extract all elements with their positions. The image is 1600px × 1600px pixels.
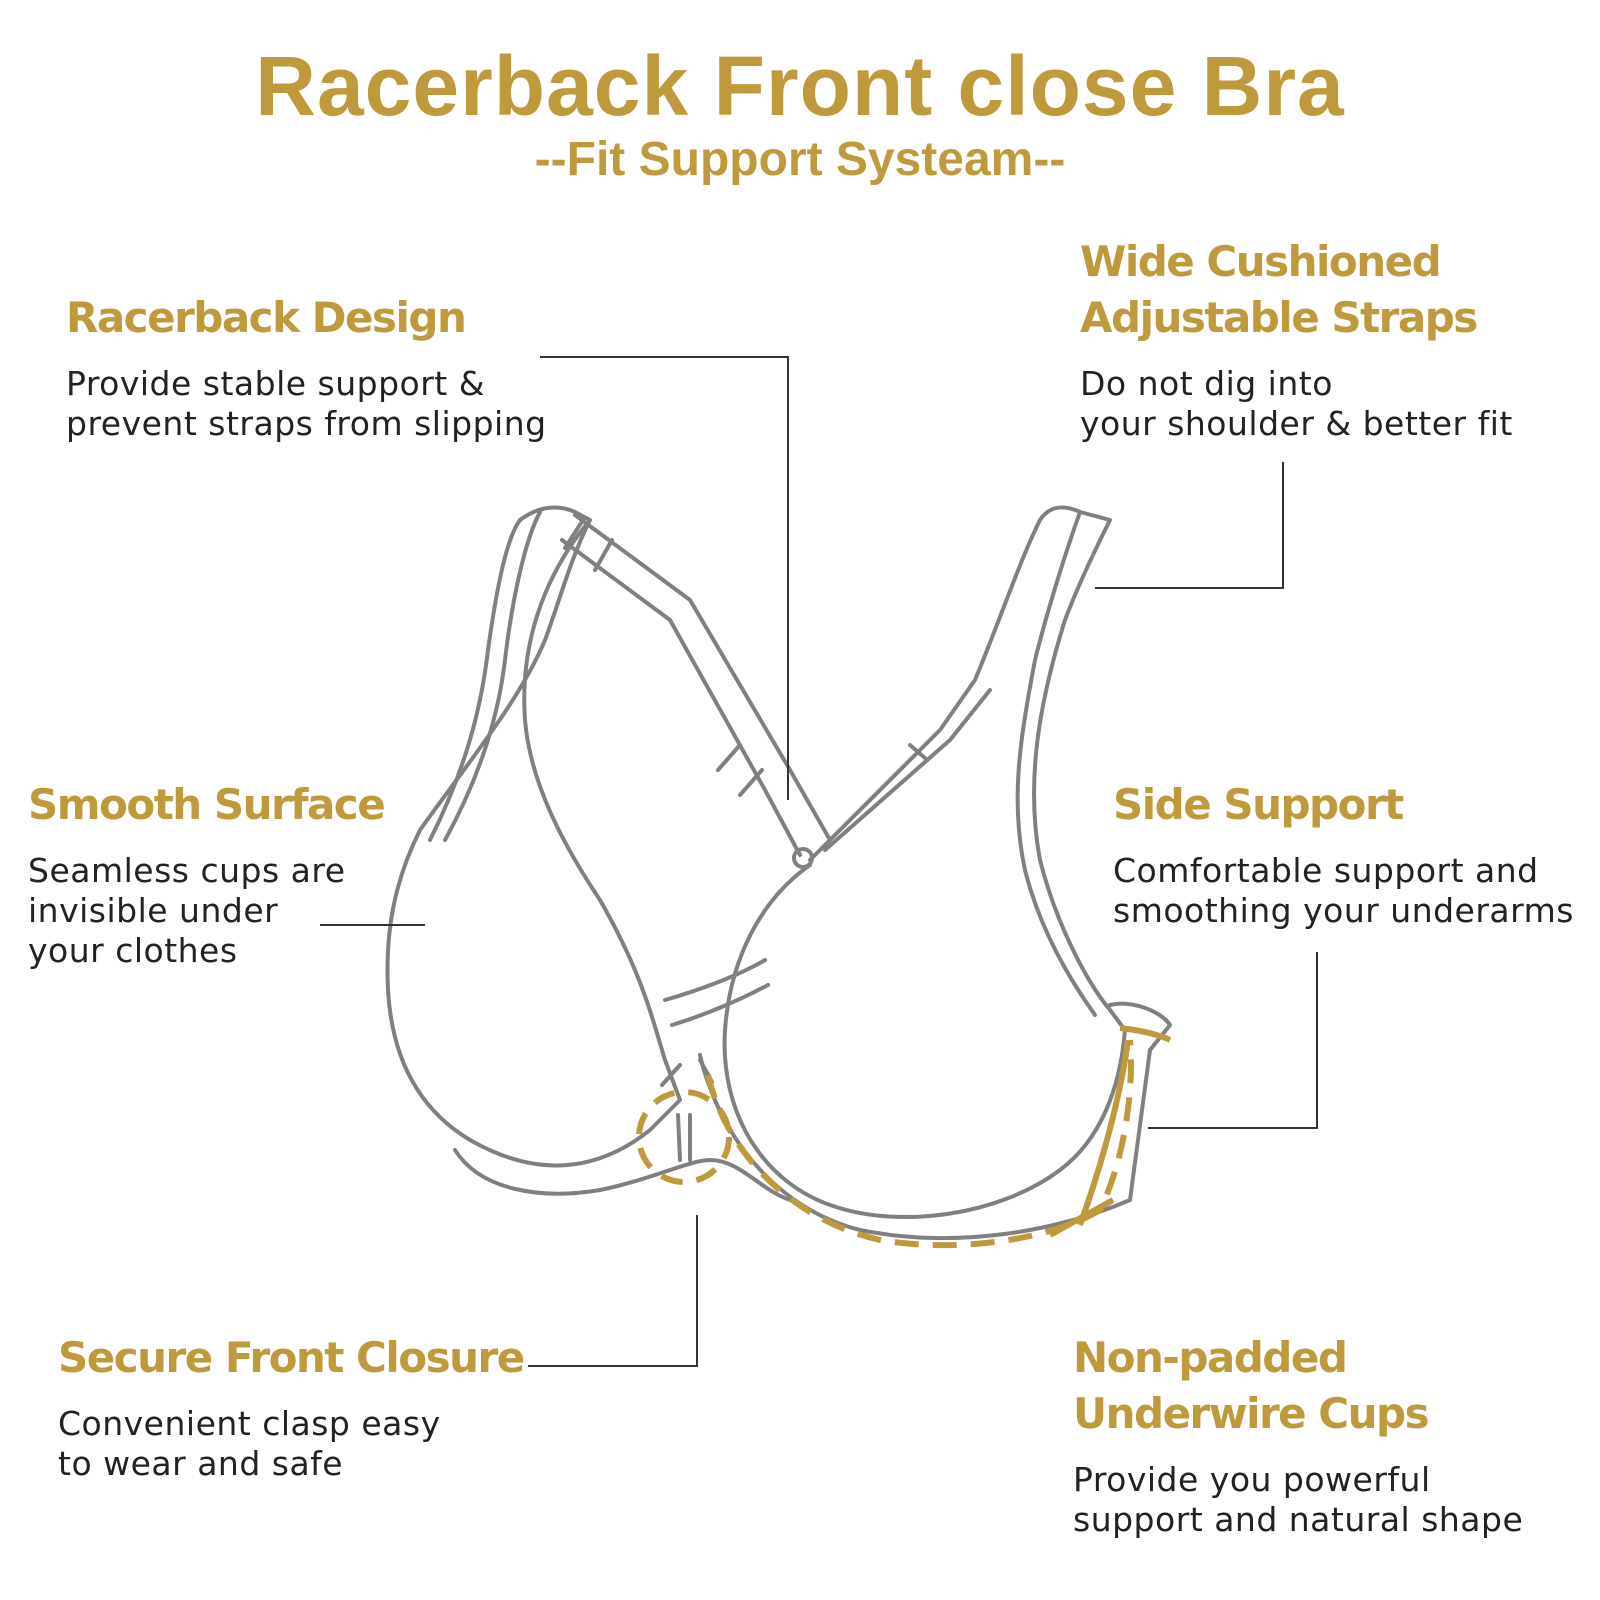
feature-desc: your clothes	[28, 931, 238, 970]
bra-outline	[385, 505, 1172, 1241]
feature-title: Side Support	[1113, 780, 1404, 829]
feature-surface: Smooth Surface Seamless cups are invisib…	[28, 777, 386, 971]
feature-desc: your shoulder & better fit	[1080, 404, 1513, 443]
page-title: Racerback Front close Bra	[255, 39, 1345, 133]
leader-side	[1148, 952, 1318, 1129]
closure-highlight-circle	[636, 1089, 732, 1185]
feature-title: Racerback Design	[66, 293, 467, 342]
side-support-line	[1048, 1025, 1172, 1238]
leader-lines	[320, 356, 1318, 1367]
page-subtitle: --Fit Support Systeam--	[534, 133, 1066, 186]
feature-desc: Provide stable support &	[66, 364, 485, 403]
feature-title: Smooth Surface	[28, 780, 386, 829]
leader-racerback	[540, 356, 789, 800]
feature-desc: Do not dig into	[1080, 364, 1333, 403]
feature-title: Non-padded	[1073, 1333, 1348, 1382]
feature-side: Side Support Comfortable support and smo…	[1113, 777, 1574, 931]
feature-desc: to wear and safe	[58, 1444, 344, 1483]
feature-closure: Secure Front Closure Convenient clasp ea…	[58, 1330, 525, 1484]
feature-desc: prevent straps from slipping	[66, 404, 547, 443]
feature-desc: support and natural shape	[1073, 1500, 1524, 1539]
gold-highlights	[636, 1025, 1172, 1249]
feature-desc: Provide you powerful	[1073, 1460, 1431, 1499]
leader-closure	[528, 1215, 698, 1367]
feature-desc: Convenient clasp easy	[58, 1404, 441, 1443]
feature-underwire: Non-padded Underwire Cups Provide you po…	[1073, 1330, 1523, 1540]
feature-title: Secure Front Closure	[58, 1333, 525, 1382]
underwire-dashed-line	[705, 1039, 1134, 1249]
feature-desc: smoothing your underarms	[1113, 891, 1574, 930]
feature-racerback: Racerback Design Provide stable support …	[66, 290, 547, 444]
feature-straps: Wide Cushioned Adjustable Straps Do not …	[1080, 234, 1513, 444]
leader-straps	[1095, 462, 1284, 589]
feature-desc: invisible under	[28, 891, 279, 930]
feature-desc: Comfortable support and	[1113, 851, 1539, 890]
feature-title: Underwire Cups	[1073, 1389, 1430, 1438]
feature-desc: Seamless cups are	[28, 851, 346, 890]
feature-title: Adjustable Straps	[1080, 293, 1478, 342]
feature-title: Wide Cushioned	[1080, 237, 1442, 286]
